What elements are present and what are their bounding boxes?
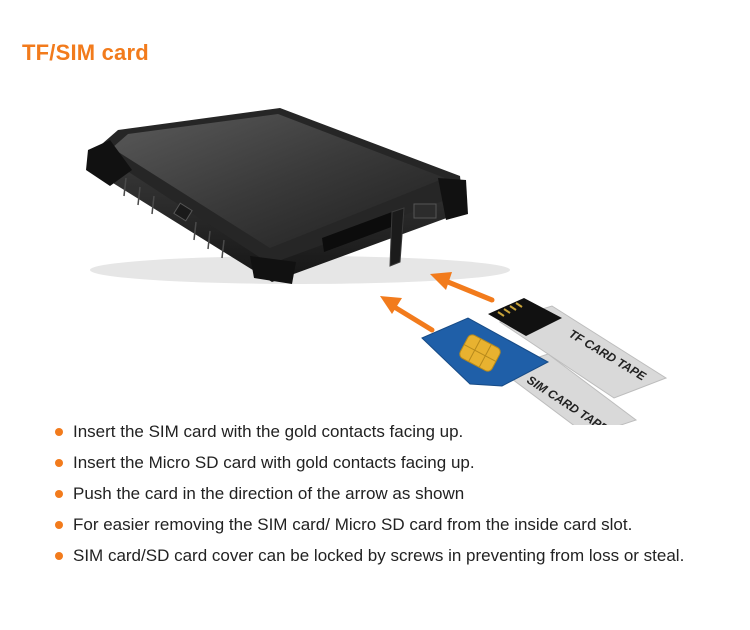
list-item-text: For easier removing the SIM card/ Micro …	[73, 515, 633, 534]
bullet-icon	[55, 459, 63, 467]
connector-block	[413, 203, 437, 219]
side-button	[173, 202, 193, 222]
arrow-sim-card	[380, 296, 435, 333]
bumper-bottom	[250, 256, 296, 284]
tablet-card-insertion-illustration: TF CARD TAPE SIM CARD TAPE	[86, 108, 668, 425]
bullet-icon	[55, 552, 63, 560]
bumper-left	[86, 140, 132, 186]
bullet-icon	[55, 490, 63, 498]
card-slot-opening	[322, 212, 394, 252]
tablet-screen	[112, 114, 445, 248]
page-title: TF/SIM card	[22, 40, 149, 65]
sim-card-with-tape: SIM CARD TAPE	[421, 317, 638, 425]
list-item: Push the card in the direction of the ar…	[55, 482, 745, 506]
bumper-right	[438, 178, 468, 220]
micro-sd-card	[488, 298, 562, 336]
list-item: Insert the Micro SD card with gold conta…	[55, 451, 745, 475]
instruction-list: Insert the SIM card with the gold contac…	[55, 420, 745, 575]
tf-card-with-tape: TF CARD TAPE	[488, 298, 668, 399]
list-item-text: Insert the Micro SD card with gold conta…	[73, 453, 475, 472]
list-item: For easier removing the SIM card/ Micro …	[55, 513, 745, 537]
list-item-text: Insert the SIM card with the gold contac…	[73, 422, 464, 441]
arrow-tf-card	[430, 272, 495, 303]
list-item: Insert the SIM card with the gold contac…	[55, 420, 745, 444]
list-item-text: Push the card in the direction of the ar…	[73, 484, 465, 503]
list-item: SIM card/SD card cover can be locked by …	[55, 544, 745, 568]
list-item-text: SIM card/SD card cover can be locked by …	[73, 546, 685, 565]
bullet-icon	[55, 521, 63, 529]
side-grip-ridges	[123, 177, 225, 259]
bullet-icon	[55, 428, 63, 436]
slot-cover-flap	[389, 207, 405, 267]
tablet-side	[92, 150, 463, 282]
